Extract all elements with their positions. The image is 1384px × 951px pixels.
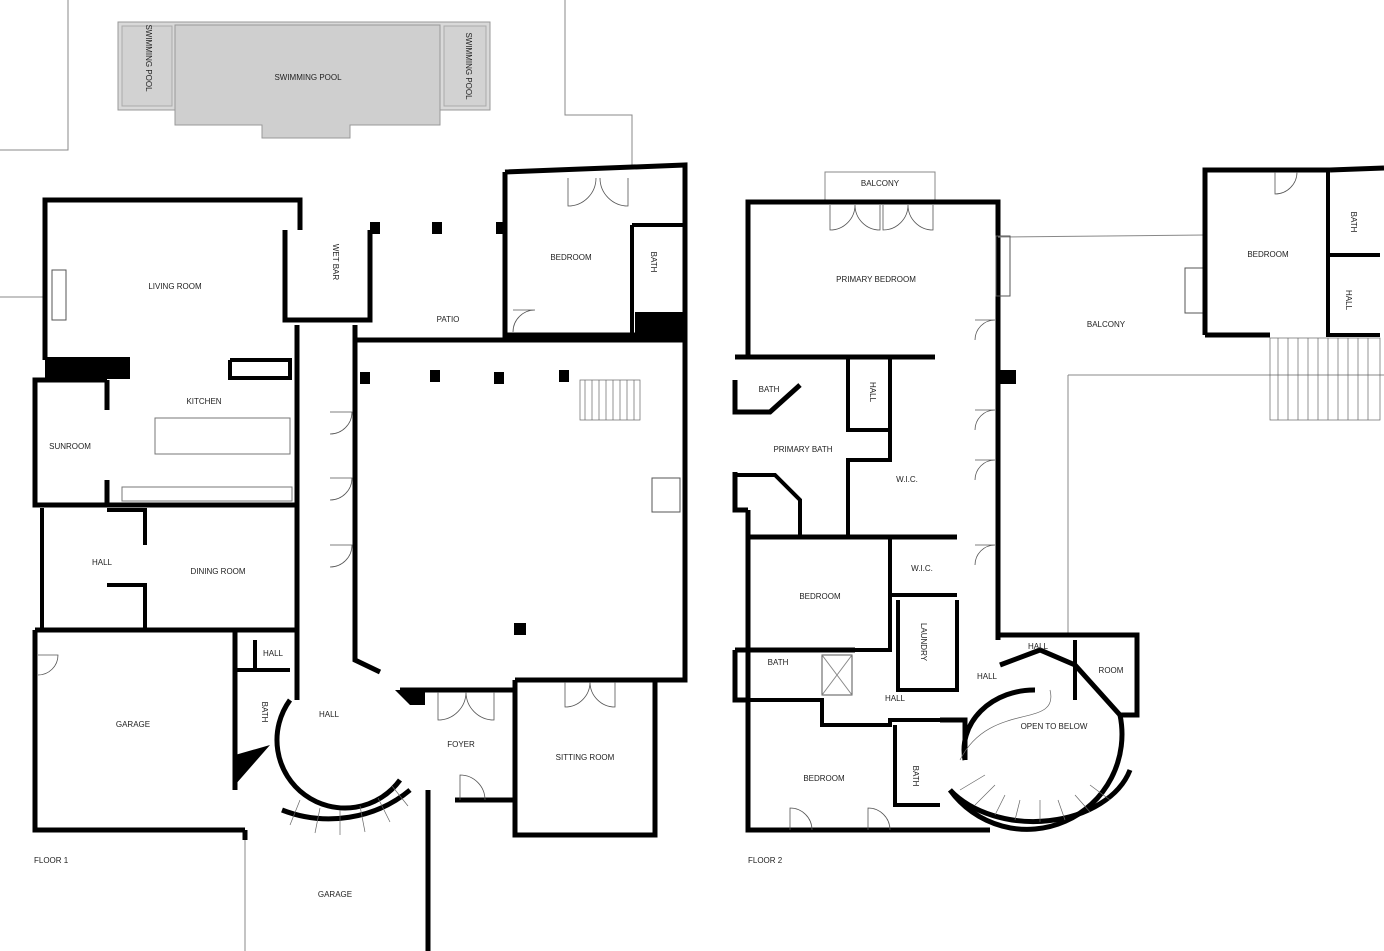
room-label: BALCONY [861,179,900,188]
floor-1-title: FLOOR 1 [34,856,69,865]
room-label: W.I.C. [896,475,918,484]
floor-1-labels: SWIMMING POOL SWIMMING POOL SWIMMING POO… [34,24,658,899]
room-label: BEDROOM [799,592,841,601]
room-label: SUNROOM [49,442,91,451]
room-label: BEDROOM [1247,250,1289,259]
room-label: GARAGE [318,890,352,899]
room-label: GARAGE [116,720,150,729]
room-label: ROOM [1099,666,1124,675]
room-label: PRIMARY BEDROOM [836,275,916,284]
room-label: BATH [260,702,269,723]
room-label: SITTING ROOM [556,753,615,762]
room-label: BALCONY [1087,320,1126,329]
room-label: W.I.C. [911,564,933,573]
room-label: LIVING ROOM [148,282,202,291]
room-label: PRIMARY BATH [773,445,832,454]
room-label: SWIMMING POOL [464,32,473,100]
room-label: WET BAR [331,244,340,281]
room-label: HALL [1344,290,1353,311]
room-label: PATIO [437,315,460,324]
floor-1-walls [32,162,688,951]
room-label: HALL [263,649,284,658]
room-label: BATH [1349,212,1358,233]
floor-2-title: FLOOR 2 [748,856,783,865]
room-label: SWIMMING POOL [144,24,153,92]
room-label: KITCHEN [186,397,221,406]
room-label: HALL [885,694,906,703]
room-label: BEDROOM [550,253,592,262]
floor-2-walls [732,165,1384,833]
room-label: HALL [868,382,877,403]
room-label: SWIMMING POOL [274,73,342,82]
room-label: BATH [768,658,789,667]
room-label: HALL [1028,642,1049,651]
floor-2-labels: BALCONY PRIMARY BEDROOM BALCONY BEDROOM … [748,179,1358,865]
room-label: OPEN TO BELOW [1021,722,1088,731]
room-label: BEDROOM [803,774,845,783]
room-label: DINING ROOM [190,567,245,576]
room-label: HALL [977,672,998,681]
room-label: HALL [319,710,340,719]
room-label: FOYER [447,740,475,749]
room-label: HALL [92,558,113,567]
room-label: BATH [649,252,658,273]
swimming-pool [117,21,491,139]
room-label: BATH [911,766,920,787]
site-lines [0,0,633,298]
room-label: LAUNDRY [919,623,928,662]
room-label: BATH [759,385,780,394]
